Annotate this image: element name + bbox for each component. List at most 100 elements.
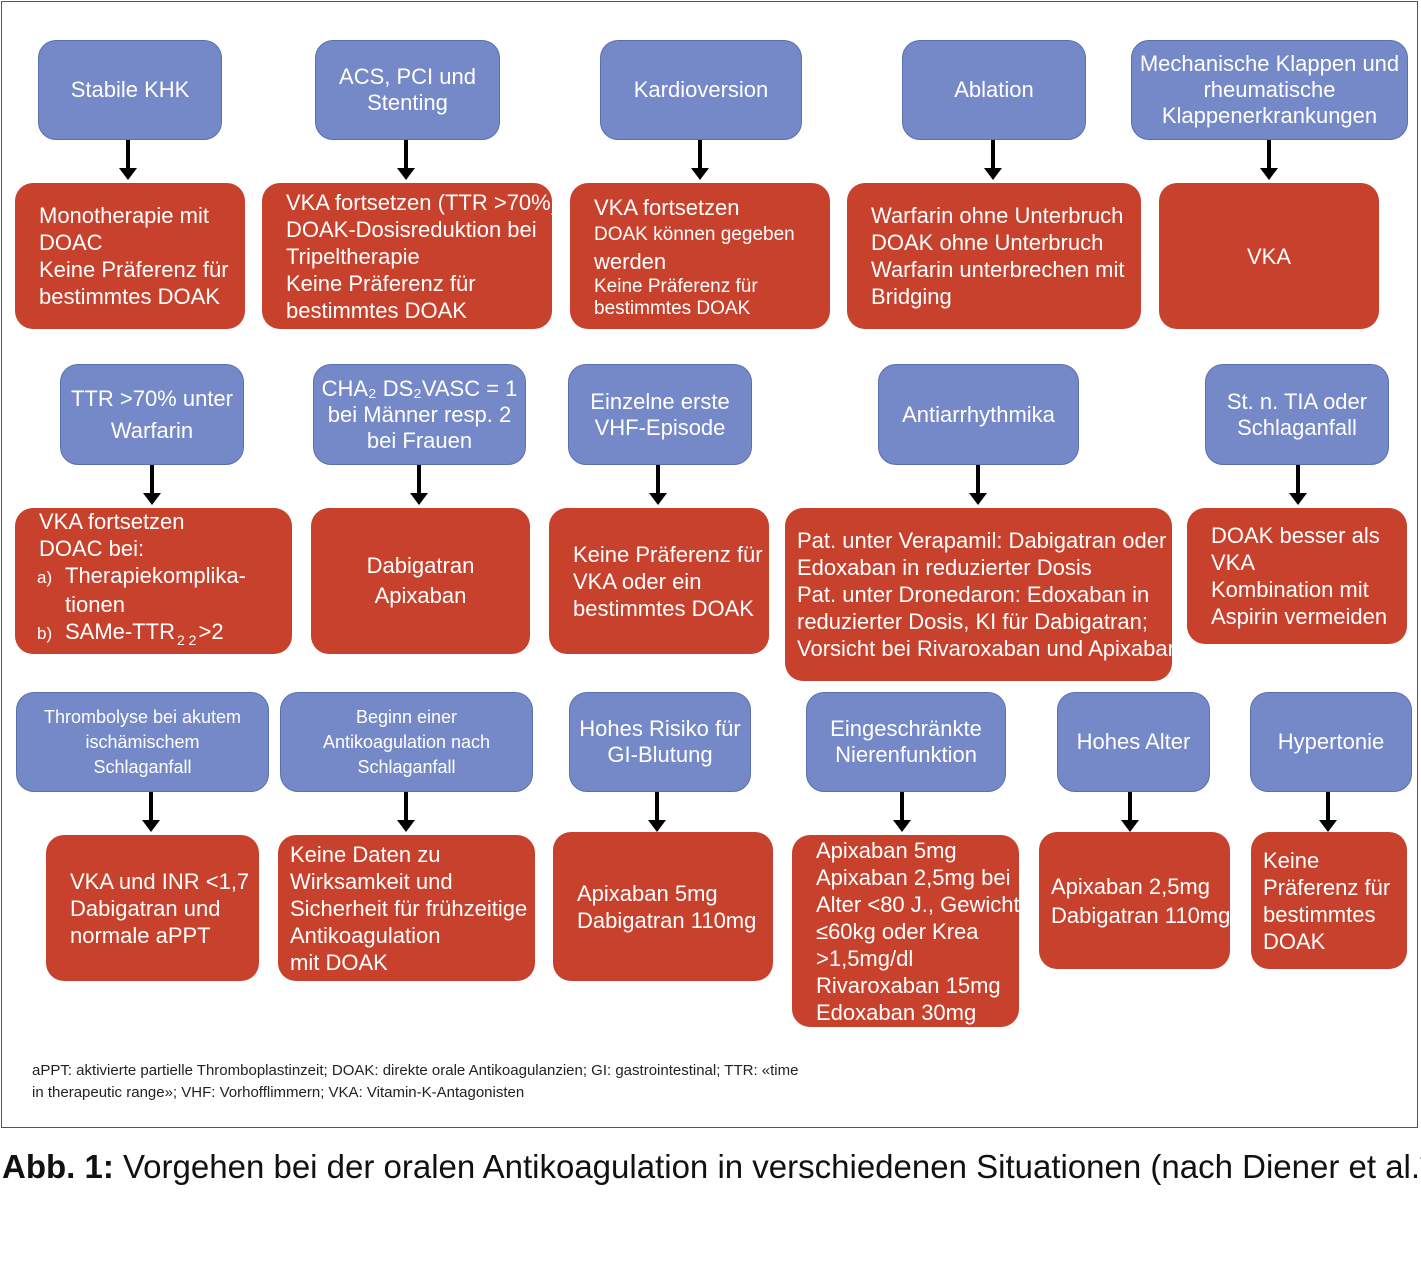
- node-text: VKA: [1246, 243, 1292, 269]
- node-text: reduzierter Dosis, KI für Dabigatran;: [797, 609, 1148, 634]
- list-item: tionen: [65, 591, 125, 618]
- node-hohes-alter: Hohes Alter: [1057, 692, 1210, 792]
- node-text: Therapiekomplika-: [65, 563, 246, 588]
- node-text: Apixaban: [374, 583, 467, 608]
- node-text: Beginn einer: [355, 706, 458, 727]
- node-text: Präferenz für: [1263, 874, 1391, 900]
- arrow: [1319, 792, 1337, 832]
- node-ttr-warfarin: TTR >70% unter Warfarin: [60, 364, 244, 465]
- node-text: Einzelne erste: [590, 388, 730, 414]
- node-beginn-antikoagulation: Beginn einer Antikoagulation nach Schlag…: [280, 692, 533, 792]
- arrow: [397, 792, 415, 832]
- arrow: [984, 140, 1002, 180]
- node-text: mit DOAK: [290, 949, 388, 975]
- node-text: DOAC: [39, 230, 103, 255]
- arrow: [893, 792, 911, 832]
- node-text: bestimmtes DOAK: [573, 595, 754, 621]
- node-text: Edoxaban 30mg: [816, 999, 977, 1025]
- result-ttr-warfarin: VKA fortsetzen DOAC bei: a)Therapiekompl…: [15, 508, 292, 654]
- node-text: Eingeschränkte: [830, 716, 982, 741]
- node-text: VKA und INR <1,7: [70, 868, 250, 894]
- node-text: Dabigatran 110mg: [577, 907, 757, 933]
- node-text: Pat. unter Verapamil: Dabigatran oder: [797, 528, 1167, 553]
- node-ablation: Ablation: [902, 40, 1086, 140]
- node-text: TTR >70% unter: [70, 385, 233, 411]
- node-text: Kombination mit: [1211, 577, 1369, 602]
- result-thrombolyse: VKA und INR <1,7 Dabigatran und normale …: [46, 835, 259, 981]
- arrow: [410, 465, 428, 505]
- result-beginn-antikoagulation: Keine Daten zu Wirksamkeit und Sicherhei…: [278, 835, 535, 981]
- result-kardioversion: VKA fortsetzen DOAK können gegeben werde…: [570, 183, 830, 329]
- node-text: DOAK-Dosisreduktion bei: [286, 216, 537, 242]
- node-text: Wirksamkeit und: [290, 868, 453, 894]
- footnote-line: in therapeutic range»; VHF: Vorhofflimme…: [32, 1084, 525, 1101]
- node-gi-blutung: Hohes Risiko für GI-Blutung: [569, 692, 751, 792]
- node-text: rheumatische: [1203, 77, 1336, 102]
- node-text: Warfarin unterbrechen mit: [871, 257, 1125, 282]
- node-text: Hohes Alter: [1076, 729, 1191, 754]
- node-kardioversion: Kardioversion: [600, 40, 802, 140]
- node-text: Ablation: [954, 77, 1034, 102]
- node-text: tionen: [65, 592, 125, 617]
- node-text: VKA oder ein: [573, 568, 702, 594]
- node-text: Keine Präferenz für: [286, 270, 476, 296]
- result-cha2ds2vasc: Dabigatran Apixaban: [311, 508, 530, 654]
- arrow: [143, 465, 161, 505]
- node-tia-schlaganfall: St. n. TIA oder Schlaganfall: [1205, 364, 1389, 465]
- node-text: Aspirin vermeiden: [1211, 604, 1388, 629]
- node-text: Dabigatran 110mg: [1051, 902, 1231, 928]
- node-text: Keine Präferenz für: [573, 541, 763, 567]
- node-text: CHA₂ DS₂VASC = 1: [321, 375, 518, 401]
- node-text: Mechanische Klappen und: [1139, 51, 1400, 76]
- node-text: ACS, PCI und: [339, 64, 476, 89]
- node-vhf-episode: Einzelne erste VHF-Episode: [568, 364, 752, 465]
- node-text: Keine Präferenz für: [594, 275, 758, 297]
- node-text: >2: [198, 619, 224, 644]
- footnote-line: aPPT: aktivierte partielle Thromboplasti…: [32, 1062, 799, 1079]
- result-ablation: Warfarin ohne Unterbruch DOAK ohne Unter…: [847, 183, 1141, 329]
- node-hypertonie: Hypertonie: [1250, 692, 1412, 792]
- result-stabile-khk: Monotherapie mit DOAC Keine Präferenz fü…: [15, 183, 245, 329]
- node-text: DOAK können gegeben: [594, 223, 795, 245]
- arrow: [649, 465, 667, 505]
- node-text: Apixaban 2,5mg: [1051, 873, 1210, 899]
- node-text: VKA fortsetzen: [39, 509, 185, 534]
- node-text: VKA fortsetzen: [594, 194, 740, 220]
- footnote: aPPT: aktivierte partielle Thromboplasti…: [32, 1060, 798, 1104]
- node-text: Keine Präferenz für: [39, 257, 229, 282]
- node-text: bestimmtes DOAK: [39, 284, 220, 309]
- node-text: Keine Daten zu: [290, 841, 441, 867]
- node-text: normale aPPT: [70, 922, 211, 948]
- node-text: Stabile KHK: [70, 77, 190, 102]
- node-nierenfunktion: Eingeschränkte Nierenfunktion: [806, 692, 1006, 792]
- node-text: VKA fortsetzen (TTR >70%): [286, 189, 559, 215]
- result-gi-blutung: Apixaban 5mg Dabigatran 110mg: [553, 832, 773, 981]
- node-text: bestimmtes: [1263, 901, 1376, 927]
- node-text: Antikoagulation nach: [322, 731, 491, 752]
- node-text: Pat. unter Dronedaron: Edoxaban in: [797, 582, 1150, 607]
- node-text: Rivaroxaban 15mg: [816, 972, 1001, 998]
- node-text: DOAC bei:: [39, 536, 145, 561]
- node-text: VKA: [1211, 550, 1256, 575]
- node-text: Klappenerkrankungen: [1161, 103, 1378, 128]
- node-text: Schlaganfall: [357, 756, 456, 777]
- node-text: Alter <80 J., Gewicht: [816, 891, 1020, 917]
- arrow: [397, 140, 415, 180]
- node-acs-pci: ACS, PCI und Stenting: [315, 40, 500, 140]
- figure-caption: Abb. 1: Vorgehen bei der oralen Antikoag…: [2, 1146, 1421, 1186]
- arrow: [648, 792, 666, 832]
- list-item: a)Therapiekomplika-: [37, 562, 246, 591]
- node-text: Edoxaban in reduzierter Dosis: [797, 555, 1092, 580]
- arrow: [691, 140, 709, 180]
- result-hypertonie: Keine Präferenz für bestimmtes DOAK: [1251, 832, 1407, 969]
- node-text: Vorsicht bei Rivaroxaban und Apixaban: [797, 636, 1180, 661]
- node-text: bei Männer resp. 2: [327, 401, 512, 427]
- arrow: [969, 465, 987, 505]
- node-text: Apixaban 2,5mg bei: [816, 864, 1011, 890]
- caption-label: Abb. 1:: [2, 1148, 114, 1185]
- result-nierenfunktion: Apixaban 5mg Apixaban 2,5mg bei Alter <8…: [792, 835, 1020, 1027]
- node-text: Nierenfunktion: [835, 742, 977, 767]
- node-text: Apixaban 5mg: [577, 880, 718, 906]
- node-text: Apixaban 5mg: [816, 837, 957, 863]
